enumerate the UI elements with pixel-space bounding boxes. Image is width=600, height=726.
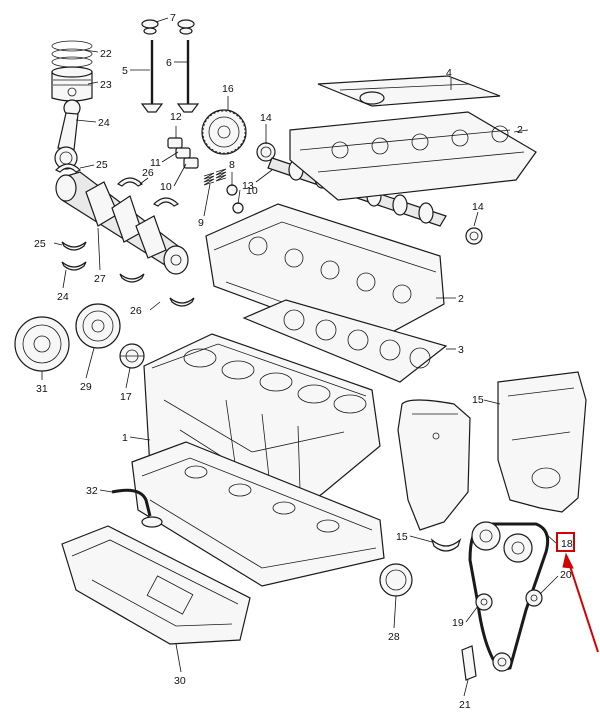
valve-retainers bbox=[141, 19, 195, 35]
callout-4: 4 bbox=[446, 67, 452, 79]
callout-24a: 24 bbox=[98, 117, 110, 129]
connecting-rod bbox=[54, 99, 81, 170]
callout-27: 27 bbox=[94, 273, 106, 285]
callout-18-highlight-box bbox=[556, 532, 575, 552]
crank-timing-gear bbox=[492, 652, 512, 672]
crank-pulley bbox=[75, 303, 121, 349]
callout-6: 6 bbox=[166, 57, 172, 69]
callout-25b: 25 bbox=[34, 238, 46, 250]
highlight-arrow-shaft bbox=[567, 559, 599, 653]
callout-24b: 24 bbox=[57, 291, 69, 303]
vibration-damper bbox=[14, 316, 70, 372]
callout-9: 9 bbox=[198, 217, 204, 229]
camshaft-carrier bbox=[289, 111, 537, 201]
callout-28: 28 bbox=[388, 631, 400, 643]
camshaft-seal bbox=[256, 142, 276, 162]
tensioner-bracket bbox=[461, 645, 477, 681]
piston bbox=[51, 66, 93, 102]
callout-15a: 15 bbox=[396, 531, 408, 543]
callout-3: 3 bbox=[458, 344, 464, 356]
crank-sprocket bbox=[119, 343, 145, 369]
bearing-shells-lower bbox=[61, 241, 195, 307]
callout-31: 31 bbox=[36, 383, 48, 395]
callout-17: 17 bbox=[120, 391, 132, 403]
crank-front-seal bbox=[379, 563, 413, 597]
timing-cover-outer bbox=[497, 371, 587, 513]
bedplate bbox=[131, 441, 385, 587]
seal-half bbox=[430, 538, 462, 552]
leader-lines bbox=[41, 17, 559, 697]
crankshaft bbox=[55, 171, 189, 275]
callout-12: 12 bbox=[170, 111, 182, 123]
thrust-washers bbox=[116, 177, 180, 207]
callout-19: 19 bbox=[452, 617, 464, 629]
callout-14b: 14 bbox=[472, 201, 484, 213]
highlight-annotation bbox=[556, 532, 599, 653]
callout-26b: 26 bbox=[130, 305, 142, 317]
callout-21: 21 bbox=[459, 699, 471, 711]
valves bbox=[140, 40, 200, 113]
lifters bbox=[167, 137, 199, 169]
callout-25a: 25 bbox=[96, 159, 108, 171]
callout-1: 1 bbox=[122, 432, 128, 444]
valve-springs bbox=[203, 168, 244, 214]
callout-8: 8 bbox=[229, 159, 235, 171]
timing-cover-inner bbox=[397, 399, 471, 531]
highlight-arrow-head bbox=[562, 552, 574, 569]
oil-pickup-tube bbox=[111, 488, 163, 528]
callout-23: 23 bbox=[100, 79, 112, 91]
callout-18: 18 bbox=[561, 538, 573, 550]
callout-labels: 22 23 24 25 5 6 7 16 12 11 10 9 8 10 14 … bbox=[34, 12, 573, 711]
callout-10a: 10 bbox=[160, 181, 172, 193]
bearing-shells-upper bbox=[54, 163, 82, 173]
belt-tensioner bbox=[525, 589, 543, 607]
callout-29: 29 bbox=[80, 381, 92, 393]
callout-32: 32 bbox=[86, 485, 98, 497]
callout-20: 20 bbox=[560, 569, 572, 581]
valve-cover bbox=[317, 75, 501, 107]
piston-rings bbox=[51, 40, 93, 68]
idler-pulley bbox=[475, 593, 493, 611]
callout-15b: 15 bbox=[472, 394, 484, 406]
cam-end-seal bbox=[465, 227, 483, 245]
callout-5: 5 bbox=[122, 65, 128, 77]
oil-pan bbox=[61, 525, 251, 645]
callout-16: 16 bbox=[222, 83, 234, 95]
callout-11: 11 bbox=[150, 157, 161, 169]
callout-10b: 10 bbox=[246, 185, 258, 197]
callout-13: 13 bbox=[242, 180, 254, 192]
callout-2a: 2 bbox=[517, 124, 523, 136]
callout-30: 30 bbox=[174, 675, 186, 687]
callout-7: 7 bbox=[170, 12, 176, 24]
callout-26a: 26 bbox=[142, 167, 154, 179]
head-gasket bbox=[242, 299, 448, 383]
callout-14a: 14 bbox=[260, 112, 272, 124]
camshaft-sprocket bbox=[201, 109, 247, 155]
callout-2b: 2 bbox=[458, 293, 464, 305]
callout-22: 22 bbox=[100, 48, 112, 60]
